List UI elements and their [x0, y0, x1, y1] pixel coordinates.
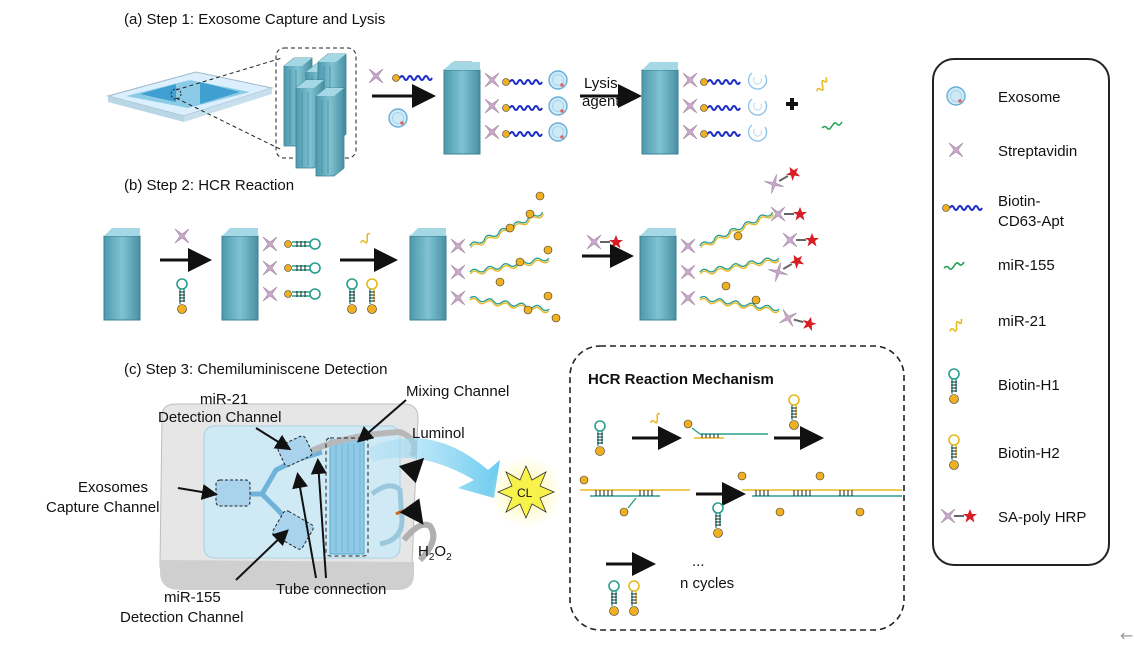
exosome-reagent	[388, 108, 408, 128]
mech-ellipsis: ...	[692, 553, 705, 570]
mech-opened-h1	[683, 419, 768, 439]
legend-biotin-cd63-2: CD63-Apt	[998, 213, 1065, 230]
mech-h2-3	[628, 580, 640, 617]
h2o2-label: H2O2	[418, 543, 452, 563]
pillar-array	[283, 53, 347, 177]
cl-label: CL	[517, 486, 533, 500]
mech-long-concatemer	[737, 471, 902, 517]
legend-exosome: Exosome	[998, 89, 1061, 106]
pillar-b3-hcr	[409, 191, 561, 323]
mixing-channel-label: Mixing Channel	[406, 383, 509, 400]
tube-pointer-1	[292, 472, 317, 579]
legend-mir155: miR-155	[998, 257, 1055, 274]
sa-hrp-reagent	[587, 235, 623, 249]
mech-h2	[788, 394, 800, 431]
legend: Exosome Streptavidin Biotin- CD63-Apt mi…	[941, 86, 1086, 526]
legend-streptavidin: Streptavidin	[998, 143, 1077, 160]
h2o2-inlet-arrow	[395, 498, 424, 525]
mir21-channel-label-2: Detection Channel	[158, 409, 281, 426]
mir155-released	[821, 121, 843, 130]
legend-biotin-h1: Biotin-H1	[998, 377, 1060, 394]
lysed-exosome-pillar	[641, 62, 768, 155]
microfluidic-chip-icon	[106, 71, 274, 122]
legend-sa-poly-hrp: SA-poly HRP	[998, 509, 1086, 526]
pillar-b4-hrp	[639, 163, 819, 332]
legend-box	[932, 58, 1110, 566]
cl-star-icon	[496, 464, 556, 520]
step3-title: (c) Step 3: Chemiluminiscene Detection	[124, 361, 387, 378]
legend-mir21: miR-21	[998, 313, 1046, 330]
plus-icon	[786, 98, 798, 110]
mir21-released	[816, 76, 828, 92]
pillar-zoom-box	[275, 47, 357, 159]
mir21-icon	[949, 318, 963, 332]
hcr-mechanism-title: HCR Reaction Mechanism	[588, 371, 774, 388]
step2-title: (b) Step 2: HCR Reaction	[124, 177, 294, 194]
mir155-pointer	[235, 529, 289, 581]
mech-h1-3	[608, 580, 620, 617]
mech-concatemer	[579, 475, 690, 517]
mir21-b	[360, 232, 371, 244]
legend-biotin-h2: Biotin-H2	[998, 445, 1060, 462]
h1-reagent-b	[176, 278, 188, 315]
tube-connection-label: Tube connection	[276, 581, 386, 598]
luminol-inlet-arrow	[398, 457, 425, 484]
streptavidin-b	[174, 228, 190, 244]
mech-h1-2	[712, 502, 724, 539]
light-beam	[368, 437, 500, 498]
h1-b	[346, 278, 358, 315]
detection-chip	[159, 403, 437, 590]
pillar-b1	[103, 228, 141, 321]
mir155-icon	[943, 261, 965, 270]
tube-pointer-2	[310, 458, 327, 579]
luminol-label: Luminol	[412, 425, 465, 442]
step1-title: (a) Step 1: Exosome Capture and Lysis	[124, 11, 385, 28]
pillar-b2-h1	[221, 228, 321, 321]
hcr-mechanism-box	[569, 345, 905, 631]
h2-b	[366, 278, 378, 315]
mech-mir21	[650, 412, 661, 424]
aptamer-reagent	[391, 73, 433, 83]
mir155-channel-label-2: Detection Channel	[120, 609, 243, 626]
back-arrow-icon[interactable]: ←	[1120, 626, 1134, 645]
lysis-label-1: Lysis	[584, 75, 618, 92]
exosome-pointer	[177, 484, 218, 500]
mir21-channel-label-1: miR-21	[200, 391, 248, 408]
mir21-pointer	[255, 427, 292, 451]
exosome-channel-label-1: Exosomes	[78, 479, 148, 496]
mixing-pointer	[356, 399, 407, 443]
exosome-channel-label-2: Capture Channel	[46, 499, 159, 516]
legend-biotin-cd63-1: Biotin-	[998, 193, 1041, 210]
mech-cycles: n cycles	[680, 575, 734, 592]
captured-exosome-pillar	[443, 61, 568, 155]
streptavidin-reagent	[368, 68, 384, 84]
mir155-channel-label-1: miR-155	[164, 589, 221, 606]
mech-h1	[594, 420, 606, 457]
